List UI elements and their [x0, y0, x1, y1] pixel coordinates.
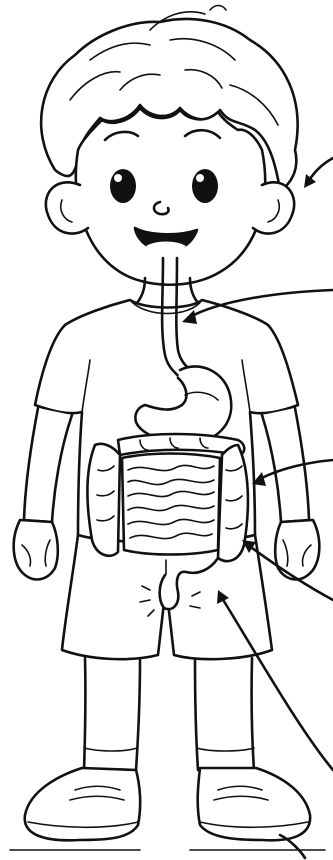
mouth-pointer — [304, 158, 333, 188]
small-intestine — [122, 454, 220, 555]
rectum-pointer — [217, 590, 333, 770]
left-arm — [14, 408, 72, 579]
left-hand — [14, 520, 58, 579]
right-eye — [192, 169, 218, 203]
left-eye — [110, 169, 136, 203]
left-shoe — [25, 768, 140, 840]
right-shoe — [198, 768, 310, 840]
arrowhead-icon — [304, 174, 316, 188]
legs — [84, 658, 254, 770]
right-hand — [275, 520, 319, 579]
right-arm — [262, 408, 319, 579]
